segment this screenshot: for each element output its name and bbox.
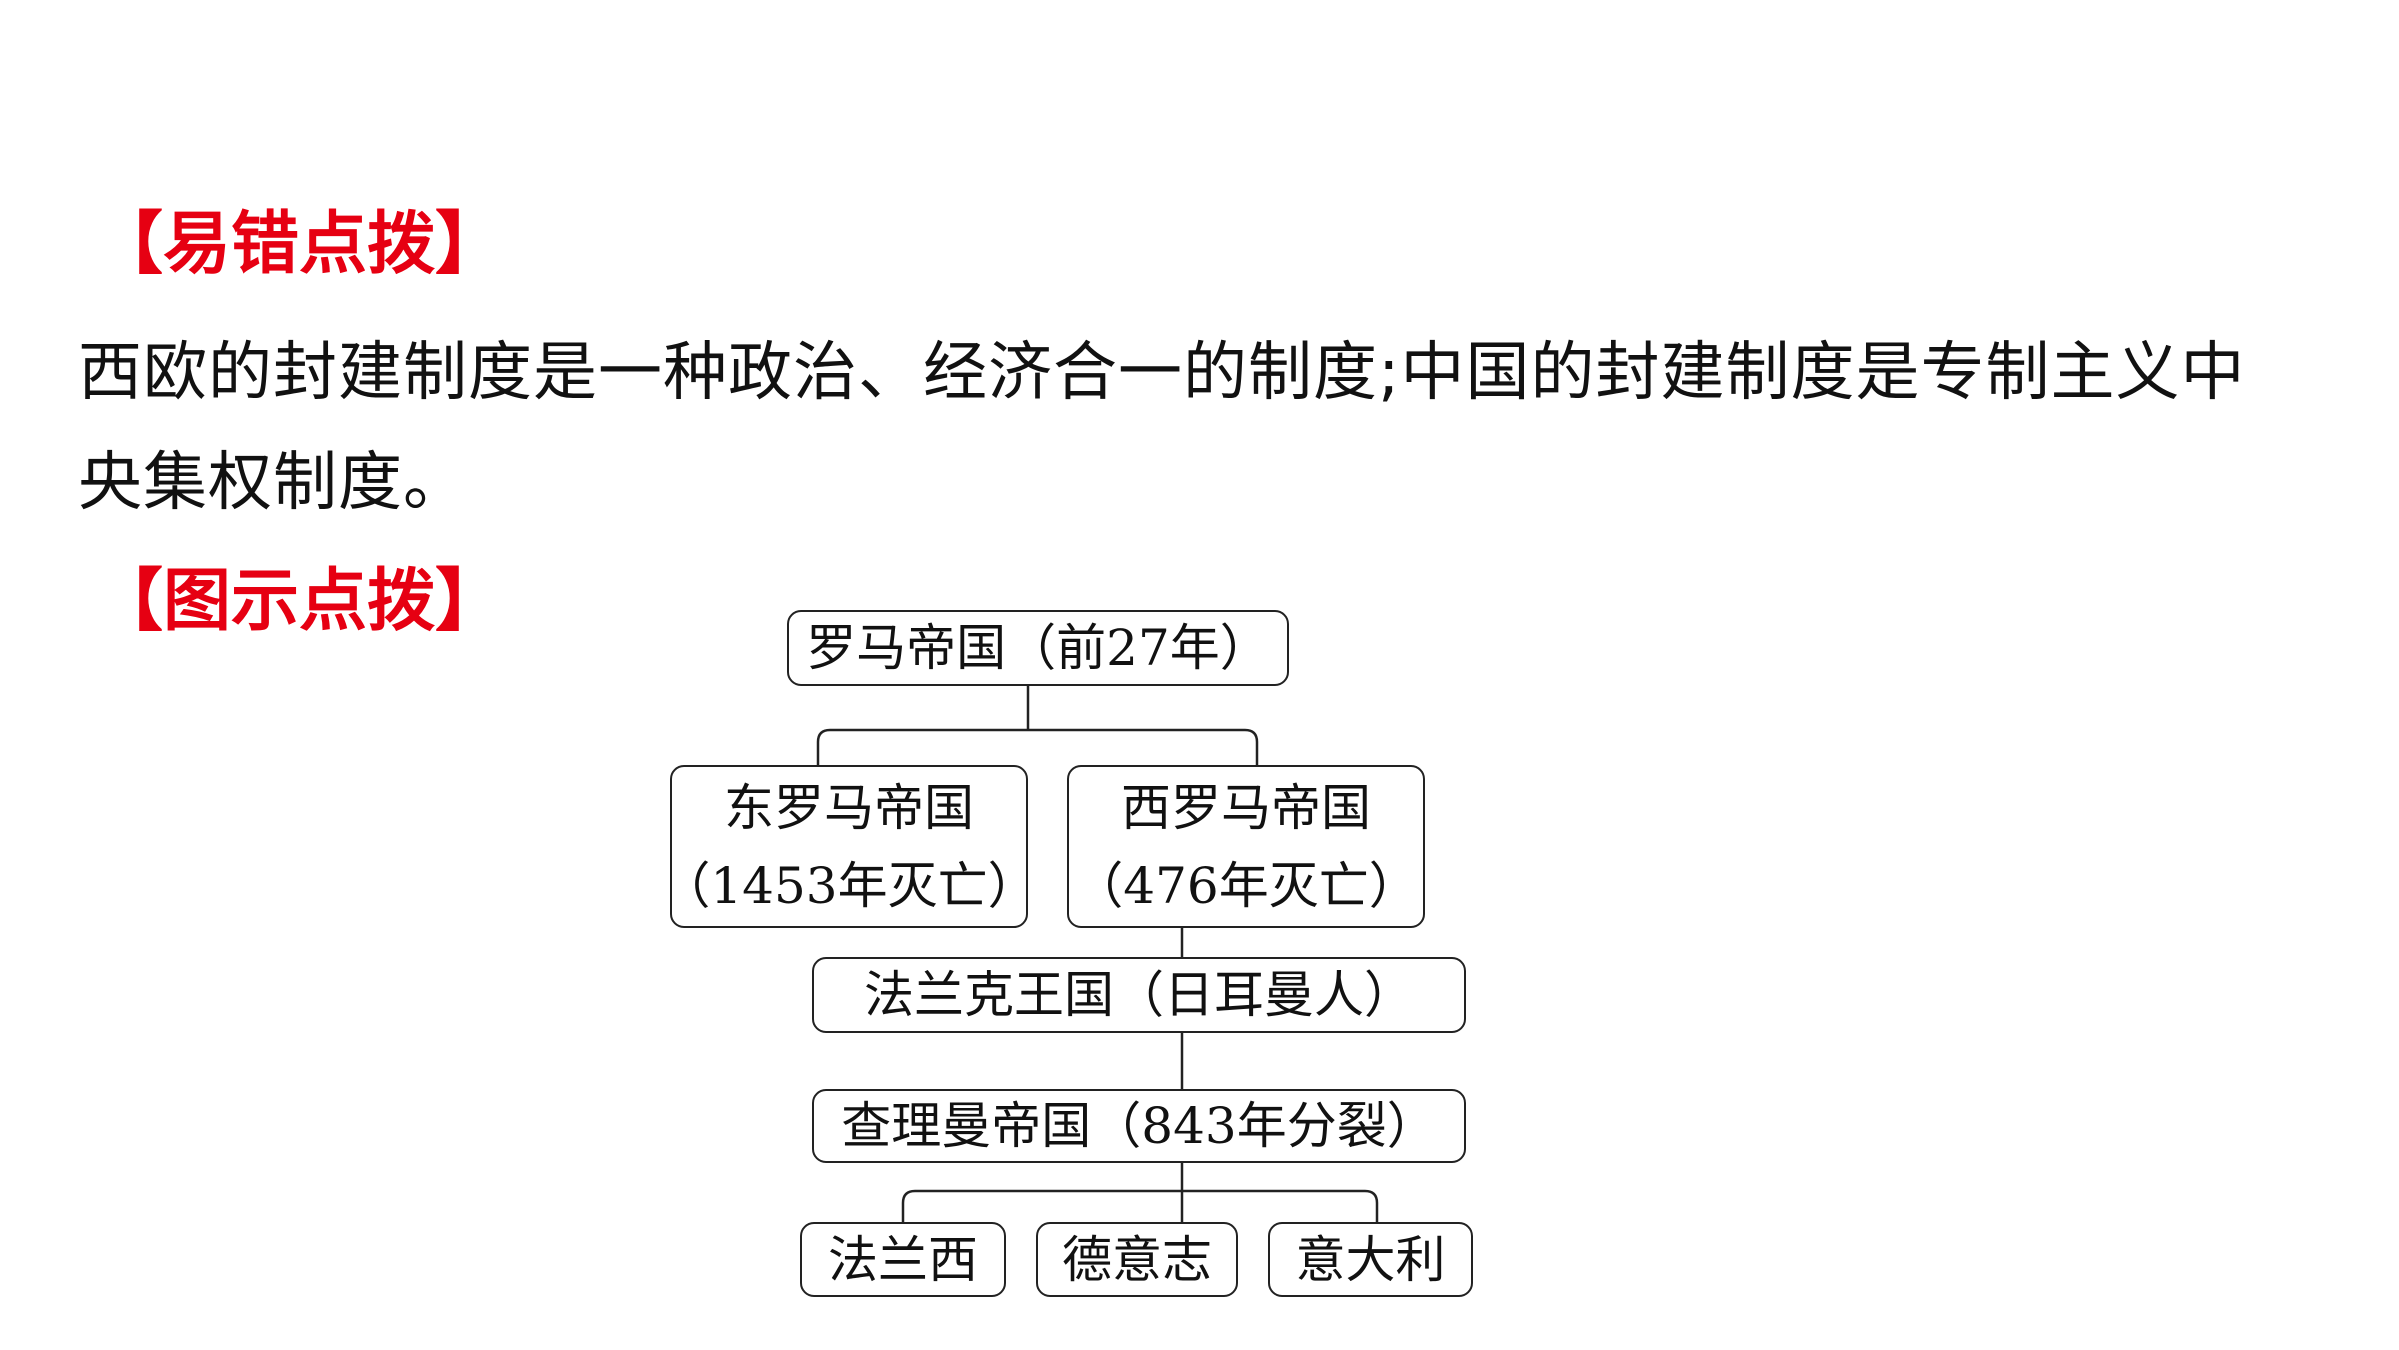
error-tips-paragraph: 西欧的封建制度是一种政治、经济合一的制度;中国的封建制度是专制主义中 央集权制度… [78, 318, 2348, 538]
node-france: 法兰西 [800, 1222, 1006, 1297]
node-germany: 德意志 [1036, 1222, 1238, 1297]
heading-diagram-tips: 【图示点拨】 [95, 562, 504, 641]
paragraph-line-2: 央集权制度。 [78, 446, 468, 520]
paragraph-line-1: 西欧的封建制度是一种政治、经济合一的制度;中国的封建制度是专制主义中 [78, 336, 2246, 410]
node-roman-empire: 罗马帝国（前27年） [787, 610, 1289, 686]
connector-root-branch [816, 728, 1259, 765]
node-italy: 意大利 [1268, 1222, 1473, 1297]
node-western-roman-empire: 西罗马帝国 （476年灭亡） [1067, 765, 1425, 928]
connector-charlemagne-branch [901, 1189, 1379, 1222]
node-eastern-roman-empire: 东罗马帝国 （1453年灭亡） [660, 765, 1038, 928]
heading-error-tips: 【易错点拨】 [95, 205, 504, 284]
node-frankish-kingdom: 法兰克王国（日耳曼人） [812, 957, 1466, 1033]
node-carolingian-empire: 查理曼帝国（843年分裂） [812, 1089, 1466, 1163]
